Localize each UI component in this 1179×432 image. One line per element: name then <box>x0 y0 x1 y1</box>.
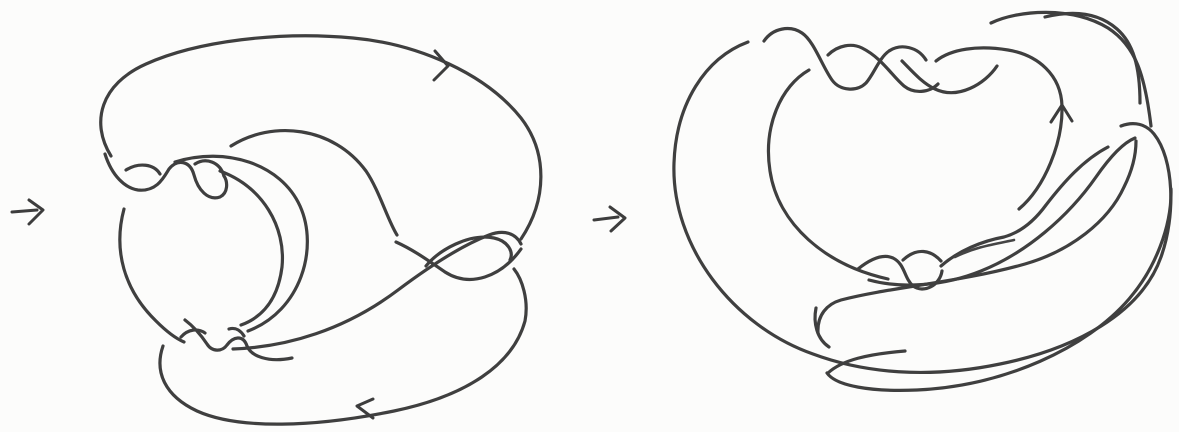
knot-diagram-right <box>674 12 1171 390</box>
knot-diagram-left <box>101 36 541 424</box>
transition-arrow-left <box>12 200 43 224</box>
transition-arrow-right <box>594 207 625 231</box>
